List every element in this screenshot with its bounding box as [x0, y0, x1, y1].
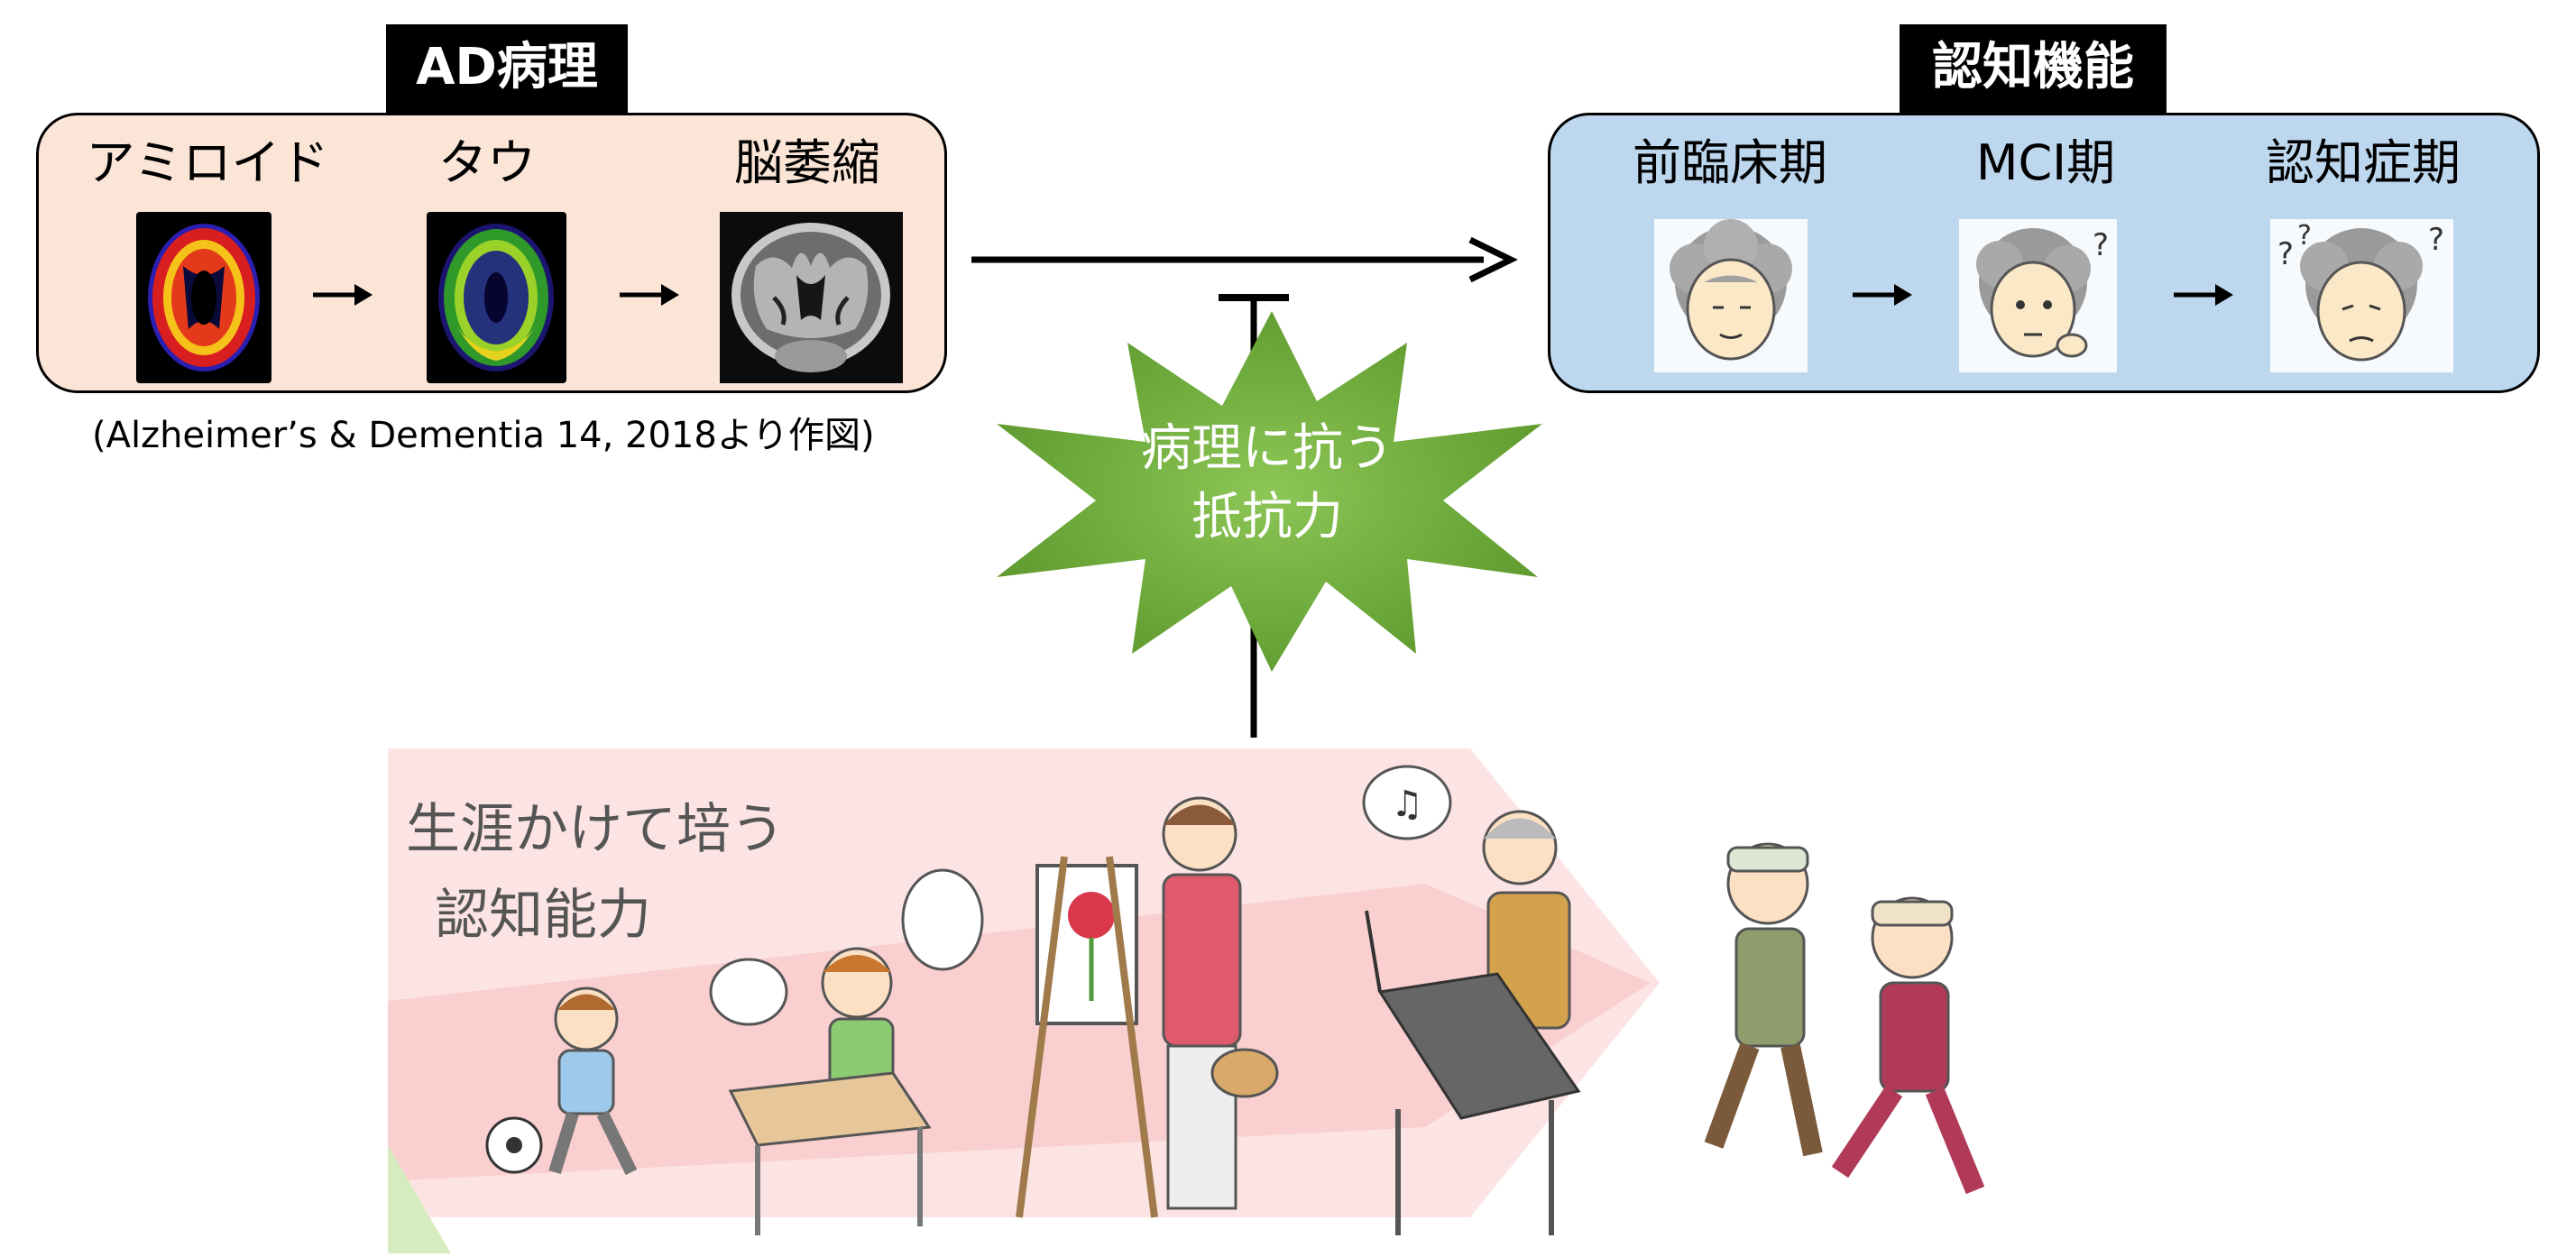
lifelong-cognition-illustration: 生涯かけて培う 認知能力 [388, 748, 2102, 1253]
student-figure [709, 868, 984, 1235]
svg-text:?: ? [2297, 220, 2312, 252]
stage-label-atrophy: 脳萎縮 [734, 134, 880, 191]
illustration-caption-1: 生涯かけて培う [406, 798, 785, 861]
arrow-tau-to-atrophy [620, 284, 679, 306]
arrow-amyloid-to-tau [313, 284, 373, 306]
resilience-label: 病理に抗う 抵抗力 [1078, 415, 1457, 552]
amyloid-pet-image [136, 212, 271, 383]
music-note-icon: ♫ [1391, 784, 1423, 825]
pianist-figure: ♫ [1362, 765, 1581, 1235]
resilience-line-1: 病理に抗う [1141, 419, 1394, 478]
painter-figure [1016, 796, 1279, 1218]
svg-text:?: ? [2428, 222, 2444, 258]
tau-pet-image [427, 212, 566, 383]
svg-text:?: ? [2093, 227, 2109, 263]
elderly-couple-figure [1704, 842, 1985, 1195]
illustration-caption-2: 認知能力 [435, 884, 651, 947]
pathology-header: AD病理 [386, 24, 628, 115]
stage-label-dementia: 認知症期 [2266, 134, 2461, 191]
arrow-preclinical-to-mci [1853, 284, 1912, 306]
resilience-line-2: 抵抗力 [1191, 488, 1343, 546]
svg-text:?: ? [2277, 236, 2294, 272]
arrow-mci-to-dementia [2174, 284, 2233, 306]
dementia-face-image: ? ? ? [2270, 219, 2453, 372]
stage-label-preclinical: 前臨床期 [1633, 134, 1827, 191]
stage-label-mci: MCI期 [1975, 134, 2116, 191]
main-progression-arrow [971, 236, 1518, 283]
resilience-burst [997, 311, 1542, 672]
stage-label-amyloid: アミロイド [86, 134, 329, 191]
child-figure [485, 986, 638, 1176]
atrophy-mri-image [720, 212, 903, 383]
mci-face-image: ? [1959, 219, 2117, 372]
citation: (Alzheimer’s & Dementia 14, 2018より作図) [92, 415, 875, 456]
stage-label-tau: タウ [438, 134, 536, 191]
preclinical-face-image [1654, 219, 1808, 372]
cognition-header: 認知機能 [1900, 24, 2167, 115]
